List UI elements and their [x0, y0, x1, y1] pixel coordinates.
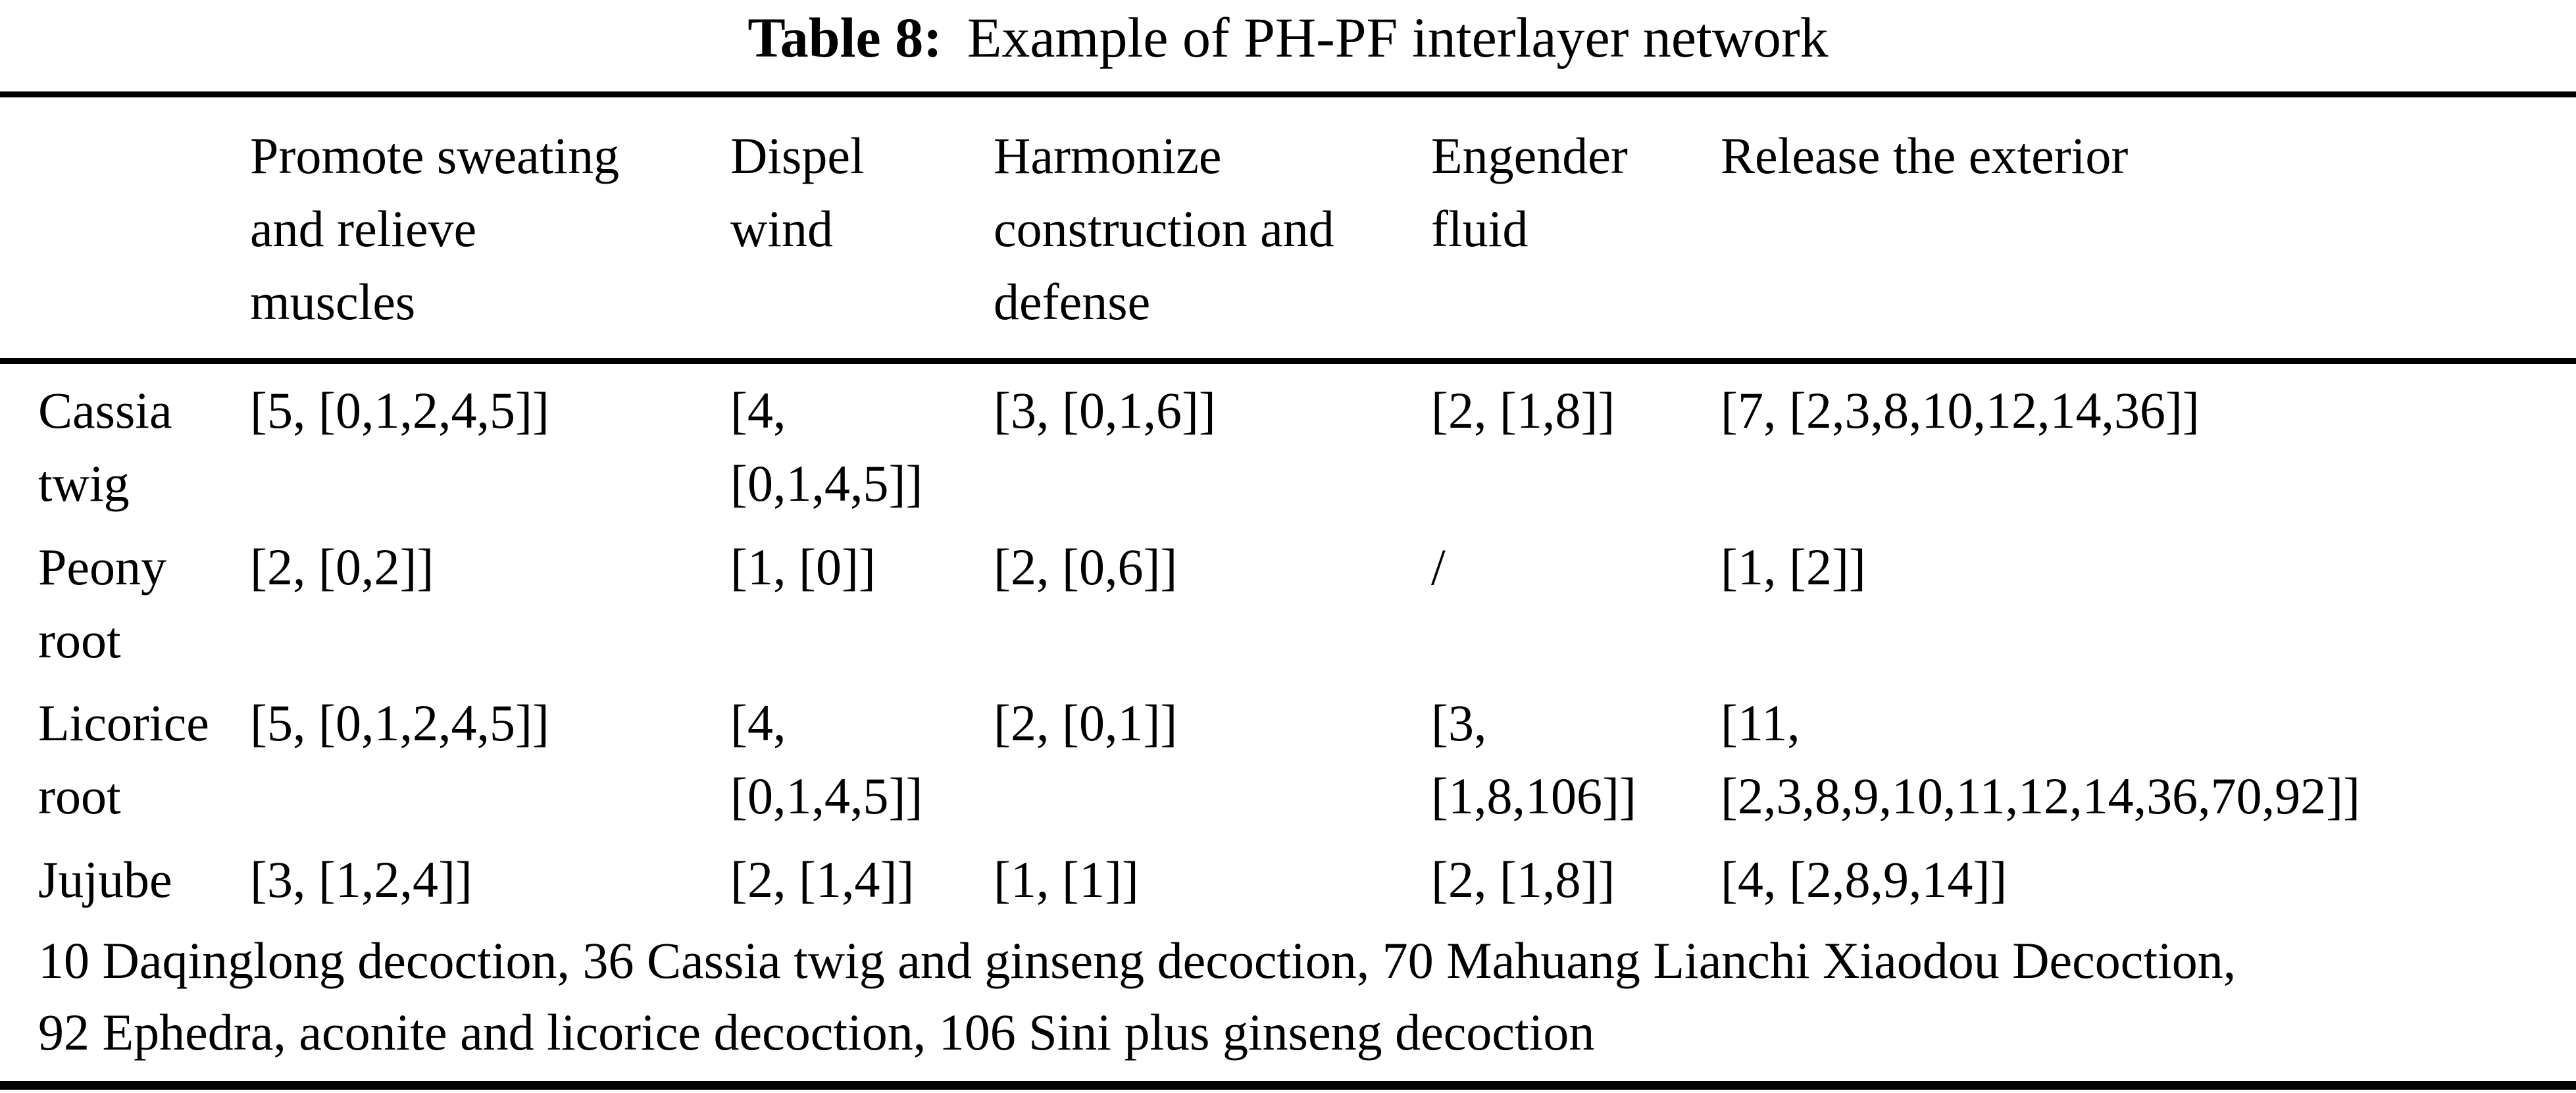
table-cell: [11, [2,3,8,9,10,11,12,14,36,70,92]]: [1721, 694, 2361, 825]
table-row-jujube: Jujube [3, [1,2,4]] [2, [1,4]] [1, [1]] …: [0, 833, 2576, 917]
header-cell-dispel-wind: Dispel wind: [730, 97, 994, 365]
table-cell: /: [1431, 538, 1446, 596]
table-row-peony-root: Peony root [2, [0,2]] [1, [0]] [2, [0,6]…: [0, 521, 2576, 677]
row-label: Cassia twig: [38, 382, 172, 513]
table-cell: [2, [0,2]]: [250, 538, 434, 596]
table-row-cassia-twig: Cassia twig [5, [0,1,2,4,5]] [4, [0,1,4,…: [0, 361, 2576, 521]
table-caption: Table 8: Example of PH-PF interlayer netw…: [0, 0, 2576, 72]
table-cell: [2, [0,1]]: [994, 694, 1178, 752]
table-row-licorice-root: Licorice root [5, [0,1,2,4,5]] [4, [0,1,…: [0, 676, 2576, 833]
table-cell: [1, [0]]: [730, 538, 876, 596]
table-cell: [4, [2,8,9,14]]: [1721, 850, 2008, 908]
table-cell: [7, [2,3,8,10,12,14,36]]: [1721, 382, 2200, 440]
header-cell-row-label: [0, 97, 250, 365]
header-cell-release-exterior: Release the exterior: [1721, 97, 2576, 365]
table-cell: [4, [0,1,4,5]]: [730, 382, 923, 513]
table-cell: [4, [0,1,4,5]]: [730, 694, 923, 825]
table-cell: [3, [0,1,6]]: [994, 382, 1216, 440]
caption-title: Example of PH-PF interlayer network: [967, 6, 1829, 69]
table-cell: [3, [1,2,4]]: [250, 850, 472, 908]
table-cell: [2, [0,6]]: [994, 538, 1178, 596]
table-cell: [3, [1,8,106]]: [1431, 694, 1636, 825]
table-cell: [1, [2]]: [1721, 538, 1866, 596]
table-cell: [1, [1]]: [994, 850, 1139, 908]
header-row: Promote sweating and relieve muscles Dis…: [0, 97, 2576, 365]
table-container: Promote sweating and relieve muscles Dis…: [0, 91, 2576, 1090]
row-label: Licorice root: [38, 694, 209, 825]
header-cell-harmonize: Harmonize construction and defense: [994, 97, 1431, 365]
table-cell: [2, [1,4]]: [730, 850, 915, 908]
table-footnote: 10 Daqinglong decoction, 36 Cassia twig …: [38, 931, 2236, 1061]
header-cell-promote-sweating: Promote sweating and relieve muscles: [250, 97, 730, 365]
caption-label: Table 8:: [747, 6, 942, 69]
header-cell-engender-fluid: Engender fluid: [1431, 97, 1721, 365]
table-cell: [5, [0,1,2,4,5]]: [250, 694, 549, 752]
table-cell: [2, [1,8]]: [1431, 850, 1615, 908]
table-cell: [5, [0,1,2,4,5]]: [250, 382, 549, 440]
row-label: Jujube: [38, 850, 172, 908]
interlayer-network-table: Promote sweating and relieve muscles Dis…: [0, 97, 2576, 917]
row-label: Peony root: [38, 538, 166, 669]
table-cell: [2, [1,8]]: [1431, 382, 1615, 440]
